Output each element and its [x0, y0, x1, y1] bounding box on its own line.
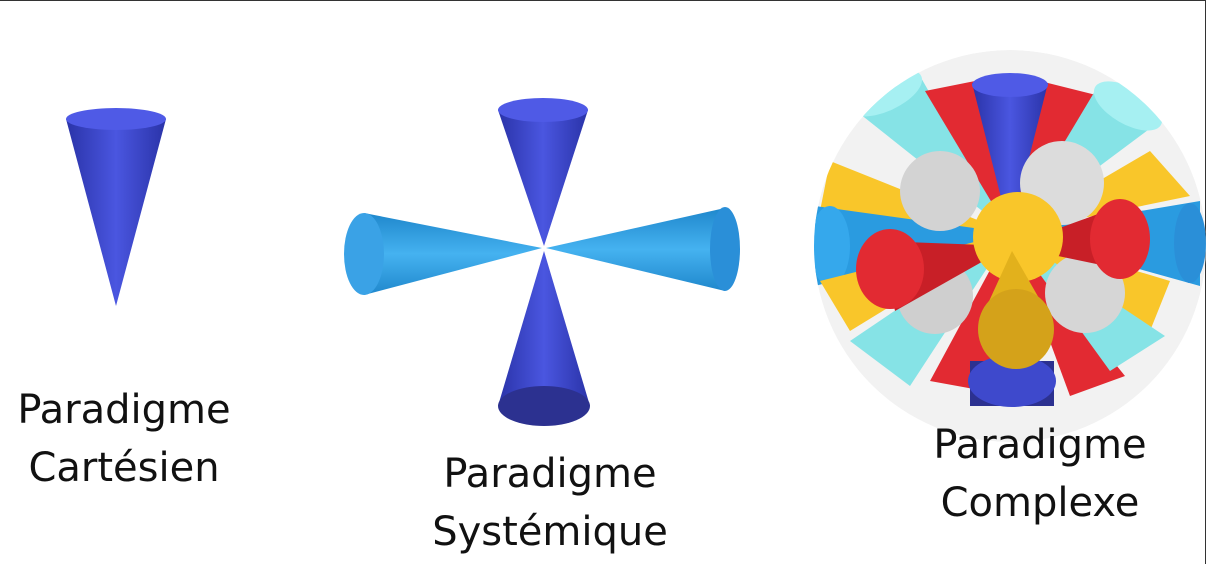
label-cartesian: Paradigme Cartésien — [0, 381, 248, 497]
complex-cone-sphere — [814, 50, 1206, 442]
label-cartesian-line1: Paradigme — [17, 387, 231, 433]
label-systemic-line1: Paradigme — [443, 451, 657, 497]
cartesian-cone — [66, 108, 166, 306]
label-complex-line1: Paradigme — [933, 422, 1147, 468]
label-systemic: Paradigme Systémique — [415, 445, 685, 561]
label-complex-line2: Complexe — [940, 480, 1140, 526]
label-cartesian-line2: Cartésien — [28, 445, 220, 491]
label-complex: Paradigme Complexe — [900, 416, 1180, 532]
label-systemic-line2: Systémique — [432, 509, 668, 555]
systemic-cones — [344, 98, 740, 426]
